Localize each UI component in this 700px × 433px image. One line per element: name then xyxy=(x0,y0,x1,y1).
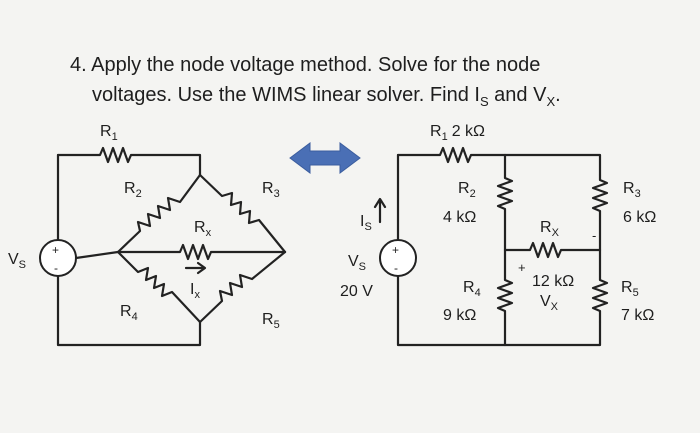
right-r2-resistor xyxy=(496,153,514,252)
right-r2-label: R2 xyxy=(458,180,476,200)
right-vs-label: VS xyxy=(348,253,366,273)
right-is-arrow xyxy=(373,197,387,224)
left-r4-resistor xyxy=(116,250,202,324)
problem-line-2-end: . xyxy=(555,84,561,106)
right-r4-resistor xyxy=(496,248,514,347)
right-rx-label: RX xyxy=(540,219,560,239)
vx-subscript: X xyxy=(546,94,556,109)
problem-line-2-mid: and V xyxy=(488,84,547,106)
right-r5-label: R5 xyxy=(621,279,639,299)
left-vs-label: VS xyxy=(8,251,26,271)
is-subscript: S xyxy=(479,94,489,109)
problem-line-1: 4. Apply the node voltage method. Solve … xyxy=(70,54,541,76)
left-source-minus: - xyxy=(54,261,58,275)
right-vx-minus: - xyxy=(592,228,596,243)
left-r1-label: R1 xyxy=(100,123,118,143)
right-is-label: IS xyxy=(360,213,372,233)
right-source-wire xyxy=(396,153,602,347)
right-r5-value: 7 kΩ xyxy=(621,307,654,324)
right-rx-resistor xyxy=(503,241,602,259)
left-ix-label: Ix xyxy=(190,281,200,301)
left-r2-label: R2 xyxy=(124,180,142,200)
right-r3-resistor xyxy=(591,173,609,252)
problem-statement: 4. Apply the node voltage method. Solve … xyxy=(70,50,561,117)
right-voltage-source xyxy=(379,239,417,277)
left-ix-arrow xyxy=(184,261,207,275)
right-r3-label: R3 xyxy=(623,180,641,200)
left-top-wire xyxy=(56,146,202,177)
right-source-plus: + xyxy=(392,243,399,257)
right-r4-label: R4 xyxy=(463,279,481,299)
right-r5-resistor xyxy=(591,248,609,324)
left-r2-resistor xyxy=(116,173,202,254)
right-vx-plus: + xyxy=(518,260,526,275)
right-r1-wire xyxy=(396,146,602,177)
left-r5-label: R5 xyxy=(262,311,280,331)
right-circuit xyxy=(373,146,609,347)
left-outer-wire xyxy=(56,153,202,347)
problem-line-2: voltages. Use the WIMS linear solver. Fi… xyxy=(70,80,561,117)
right-vs-value: 20 V xyxy=(340,283,373,300)
problem-line-2-text: voltages. Use the WIMS linear solver. Fi… xyxy=(92,84,480,106)
left-r5-resistor xyxy=(198,250,287,324)
right-rx-value: 12 kΩ xyxy=(532,273,574,290)
left-r4-label: R4 xyxy=(120,303,138,323)
left-node-wire xyxy=(74,250,120,260)
left-rx-resistor xyxy=(116,243,287,261)
right-r2-value: 4 kΩ xyxy=(443,209,476,226)
left-r3-label: R3 xyxy=(262,180,280,200)
left-r3-resistor xyxy=(198,173,287,254)
right-r3-value: 6 kΩ xyxy=(623,209,656,226)
right-source-minus: - xyxy=(394,261,398,275)
left-source-plus: + xyxy=(52,243,59,257)
left-circuit xyxy=(39,146,287,347)
right-vx-label: VX xyxy=(540,293,559,313)
double-arrow-icon xyxy=(289,142,361,174)
right-r4-value: 9 kΩ xyxy=(443,307,476,324)
left-rx-label: Rx xyxy=(194,219,212,239)
